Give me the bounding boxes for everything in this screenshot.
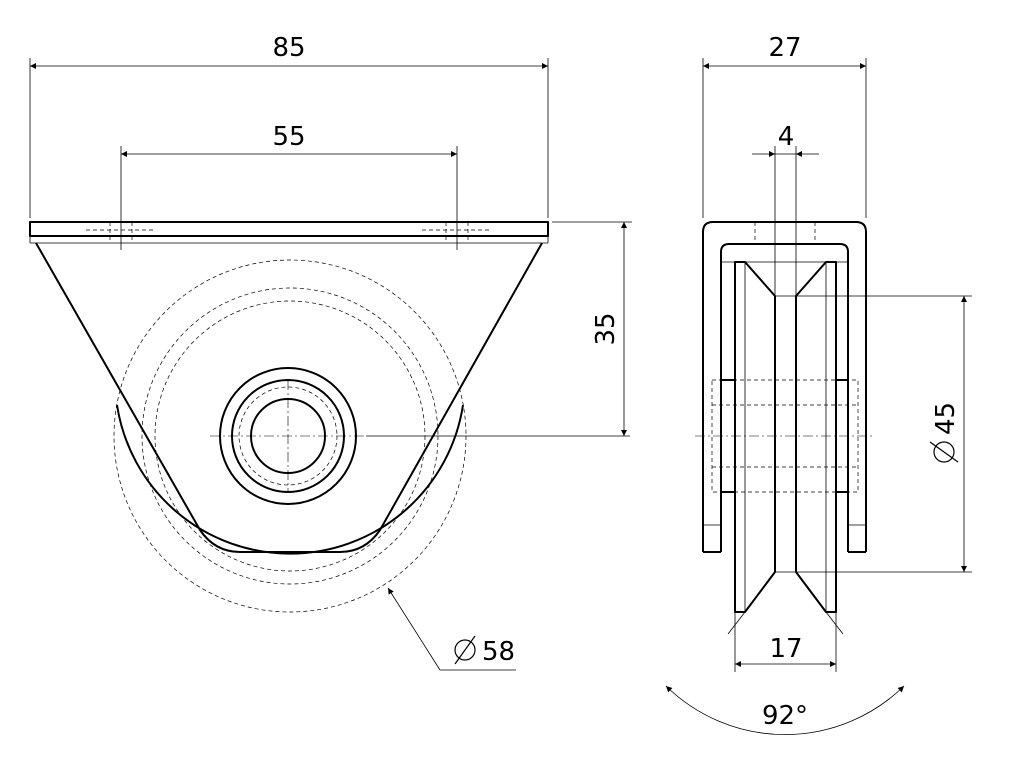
dimension-27-label: 27 [768, 33, 801, 63]
dimension-45-label: 45 [931, 402, 961, 435]
dimension-35: 35 [552, 221, 632, 436]
dimension-35-label: 35 [591, 312, 621, 345]
side-bracket-outer [702, 221, 867, 552]
dimension-17-label: 17 [769, 634, 802, 664]
side-bracket-inner [720, 243, 849, 552]
dimension-55: 55 [120, 122, 458, 250]
dimension-92-label: 92° [762, 701, 808, 731]
dimension-58: 58 [387, 587, 516, 671]
dimension-17: 17 [734, 612, 837, 672]
dimension-85: 85 [29, 33, 549, 218]
mounting-plate [29, 221, 549, 237]
diameter-symbol-icon [929, 441, 959, 463]
dimension-27: 27 [702, 33, 867, 218]
side-view: 27 4 45 [665, 33, 972, 735]
dimension-92-deg: 92° [665, 611, 905, 735]
front-view: 85 55 35 58 [29, 33, 632, 671]
side-wheel-left [734, 261, 776, 613]
wheel-outline [116, 404, 464, 555]
dimension-58-label: 58 [482, 637, 515, 667]
dimension-85-label: 85 [272, 33, 305, 63]
dimension-4-label: 4 [778, 122, 795, 152]
side-wheel-right [795, 261, 837, 613]
bracket-body [35, 242, 543, 553]
dimension-45: 45 [796, 295, 972, 573]
diameter-symbol-icon [454, 635, 476, 665]
dimension-55-label: 55 [272, 122, 305, 152]
dimension-4: 4 [752, 122, 819, 296]
